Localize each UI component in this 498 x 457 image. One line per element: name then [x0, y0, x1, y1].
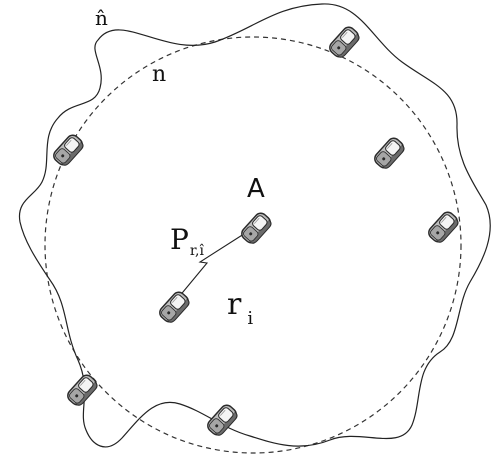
mobile-phone-icon — [64, 371, 101, 409]
label-n-hat: n̂ — [95, 6, 108, 30]
mobile-phone-icon — [50, 131, 87, 169]
mobile-phone-icon — [156, 288, 193, 326]
label-n: n — [152, 62, 167, 87]
mobile-phone-icon — [204, 401, 241, 439]
mobile-phone-icon — [425, 208, 462, 246]
link-line — [177, 231, 248, 299]
label-p-subscript: r,î — [189, 243, 204, 259]
dashed-region-circle — [44, 36, 462, 454]
label-r-main: r — [227, 287, 242, 322]
mobile-phone-icon — [326, 23, 363, 61]
mobile-phone-icon-a — [238, 209, 275, 247]
label-p-r-i-hat: Pr,î — [170, 223, 204, 259]
label-r-subscript: i — [247, 308, 254, 329]
irregular-boundary — [18, 3, 491, 448]
label-p-main: P — [170, 223, 189, 256]
mobile-phone-icon — [371, 134, 408, 172]
label-node-a: A — [247, 174, 265, 204]
